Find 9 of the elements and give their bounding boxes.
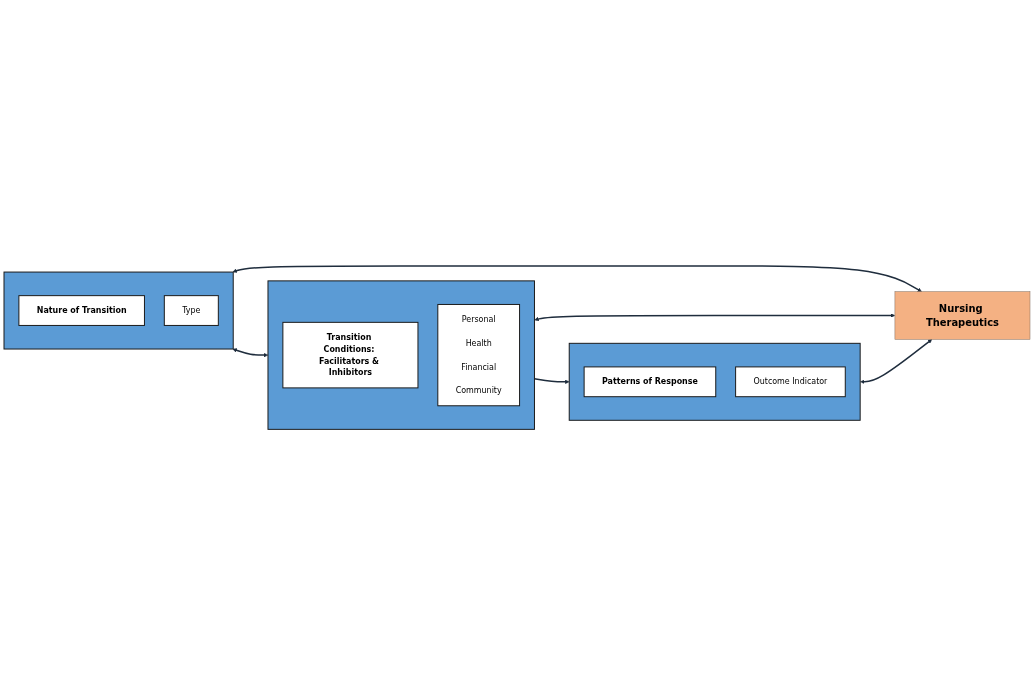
arrow	[533, 378, 570, 385]
cluster	[3, 271, 234, 350]
node-box: Nursing Therapeutics	[894, 291, 1031, 340]
arrow	[232, 265, 922, 293]
arrow	[860, 339, 933, 385]
arrow	[232, 348, 269, 358]
cluster	[568, 343, 861, 422]
cluster	[267, 280, 535, 431]
arrow	[534, 313, 896, 322]
